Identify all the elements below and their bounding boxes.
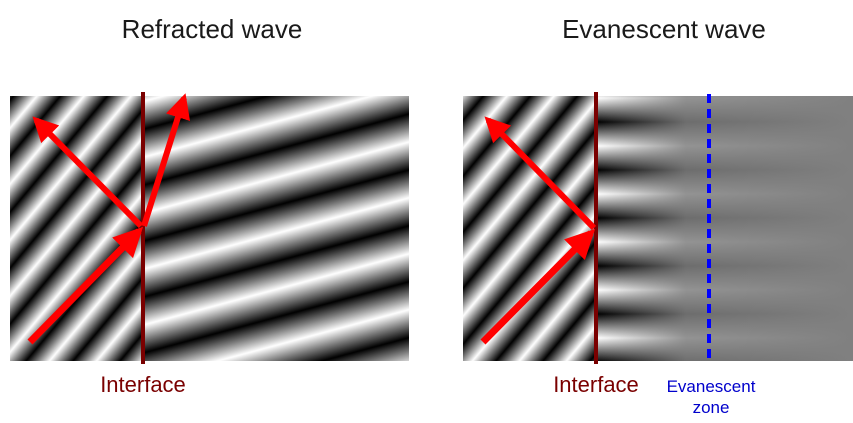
reflected-arrow bbox=[484, 116, 597, 231]
evanescent-panel: Interface Evanescent zone bbox=[463, 92, 853, 417]
refracted-panel: Interface bbox=[10, 92, 409, 397]
incident-arrow bbox=[480, 228, 596, 345]
interface-label: Interface bbox=[100, 372, 186, 397]
incident-arrow bbox=[27, 226, 144, 345]
evanescent-zone-label-2: zone bbox=[693, 398, 730, 417]
interface-label: Interface bbox=[553, 372, 639, 397]
refracted-arrow bbox=[141, 93, 191, 227]
reflected-arrow bbox=[32, 116, 144, 229]
left-title: Refracted wave bbox=[122, 14, 303, 44]
incident-wave-field bbox=[463, 96, 596, 361]
refracted-wave-field bbox=[143, 96, 409, 361]
incident-wave-field bbox=[10, 96, 143, 361]
evanescent-zone-label: Evanescent bbox=[667, 377, 756, 396]
right-title: Evanescent wave bbox=[562, 14, 766, 44]
